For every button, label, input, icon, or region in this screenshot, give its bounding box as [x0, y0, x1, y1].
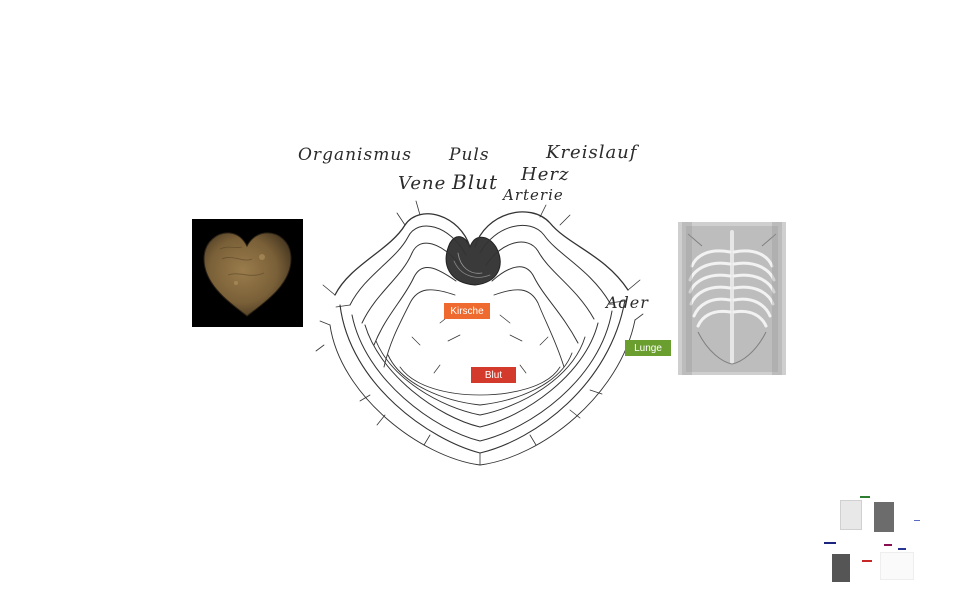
- minimap-marker-darkred: [884, 544, 892, 546]
- minimap-thumb-sketch[interactable]: [880, 552, 914, 580]
- tag-kirsche[interactable]: Kirsche: [444, 303, 490, 319]
- heart-photo[interactable]: [192, 219, 303, 327]
- minimap-marker-lightblue: [914, 520, 920, 521]
- xray-photo[interactable]: [678, 222, 786, 375]
- word-blut[interactable]: Blut: [452, 170, 499, 194]
- minimap-thumb-dark[interactable]: [832, 554, 850, 582]
- minimap-marker-red: [862, 560, 872, 562]
- overview-minimap[interactable]: [818, 492, 930, 590]
- minimap-marker-blue: [824, 542, 836, 544]
- minimap-marker-green: [860, 496, 870, 498]
- tag-kirsche-label: Kirsche: [450, 305, 484, 317]
- minimap-marker-navy: [898, 548, 906, 550]
- ribcage-image: [678, 222, 786, 375]
- heart-object-image: [203, 232, 292, 317]
- word-ader[interactable]: Ader: [606, 293, 649, 312]
- tag-lunge-label: Lunge: [634, 342, 662, 354]
- word-herz[interactable]: Herz: [521, 164, 570, 185]
- heart-veins-sketch: [315, 200, 644, 466]
- tag-blut[interactable]: Blut: [471, 367, 516, 383]
- word-kreislauf[interactable]: Kreislauf: [546, 142, 638, 163]
- tag-lunge[interactable]: Lunge: [625, 340, 671, 356]
- minimap-thumb-xray[interactable]: [874, 502, 894, 532]
- word-vene[interactable]: Vene: [398, 173, 447, 194]
- tag-blut-label: Blut: [484, 369, 503, 381]
- minimap-thumb-skeleton[interactable]: [840, 500, 862, 530]
- word-organismus[interactable]: Organismus: [298, 145, 412, 165]
- word-arterie[interactable]: Arterie: [503, 186, 564, 204]
- word-puls[interactable]: Puls: [449, 145, 490, 165]
